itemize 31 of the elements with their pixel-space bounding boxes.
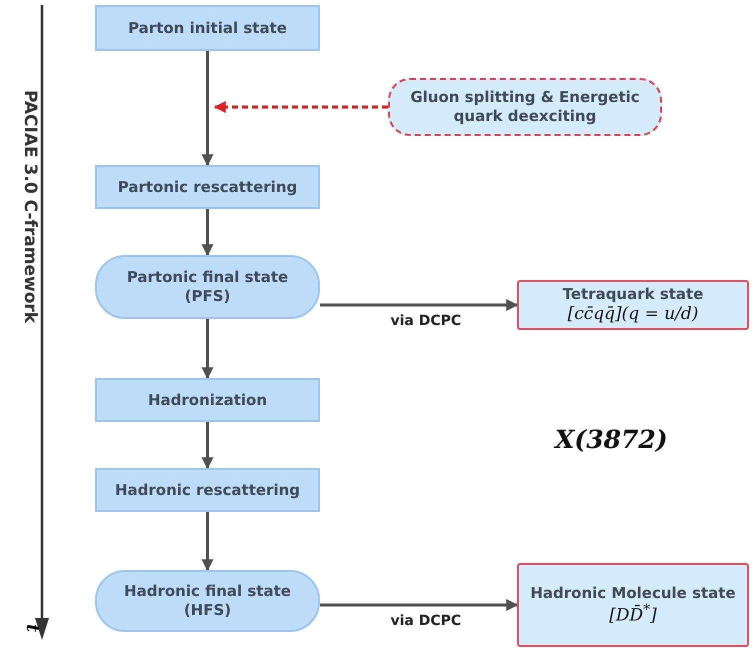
state-box: [95, 255, 320, 319]
process-box: [388, 78, 662, 136]
node-title: Partonic rescattering: [118, 178, 298, 196]
node-title: Hadronic final state (HFS): [123, 582, 292, 620]
node-title: Partonic final state (PFS): [126, 268, 290, 306]
process-box: [95, 378, 320, 422]
arrow: [202, 512, 214, 572]
axis-label: t: [22, 624, 42, 632]
arrow: [202, 319, 214, 380]
node-title: Tetraquark state: [562, 285, 704, 304]
node-title: Gluon splitting & Energetic quark deexciting: [409, 88, 641, 126]
node-title: Hadronization: [148, 390, 268, 410]
formula: [DD̄$^{*}$]: [609, 602, 657, 626]
node-title: Parton initial state: [128, 18, 287, 38]
process-box: [95, 165, 320, 209]
formula: [cc̄qq̄](q = u/d): [568, 304, 698, 325]
arrow: [202, 209, 214, 256]
process-box: [517, 280, 749, 330]
arrow: [214, 101, 388, 113]
process-box: [517, 563, 749, 647]
arrow: [320, 299, 518, 311]
particle-label: X(3872): [555, 425, 668, 454]
arrow: [202, 422, 214, 470]
process-box: [95, 5, 320, 51]
arrow: [320, 599, 518, 611]
node-title: Hadronic rescattering: [114, 480, 300, 500]
axis-label: PACIAE 3.0 C-framework: [20, 90, 40, 324]
process-box: [95, 468, 320, 512]
state-box: [95, 570, 320, 632]
node-title: Hadronic Molecule state: [530, 584, 736, 602]
arrow: [202, 51, 214, 166]
